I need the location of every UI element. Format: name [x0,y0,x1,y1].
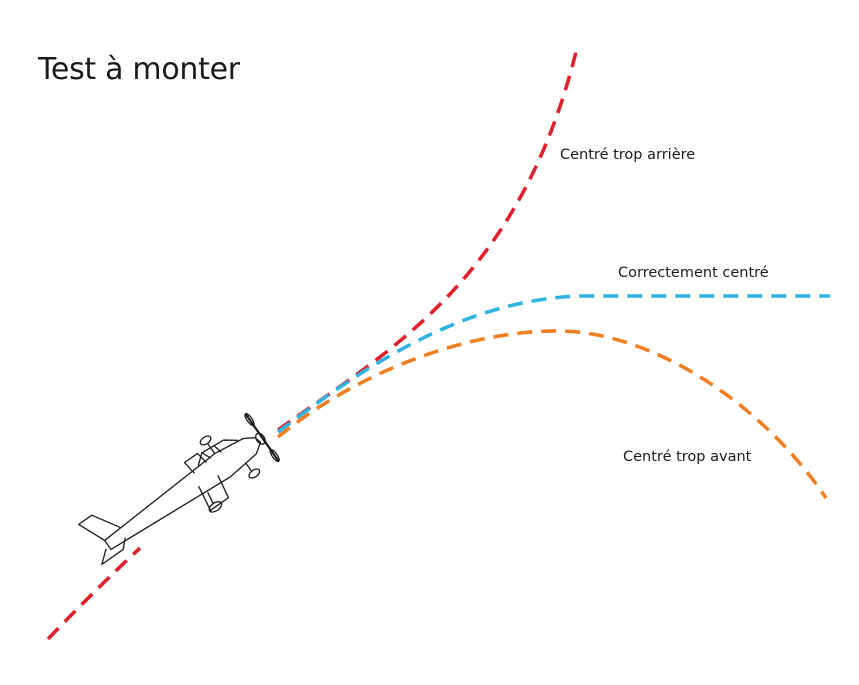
label-too-aft: Centré trop arrière [560,147,695,163]
curve-too-forward [276,329,828,500]
label-too-forward: Centré trop avant [623,449,752,465]
curve-correct [276,294,830,434]
airplane-icon [78,412,280,566]
label-correct: Correctement centré [618,265,769,281]
curve-too-aft [276,47,579,432]
approach-path [46,546,142,641]
page-title: Test à monter [38,52,240,87]
